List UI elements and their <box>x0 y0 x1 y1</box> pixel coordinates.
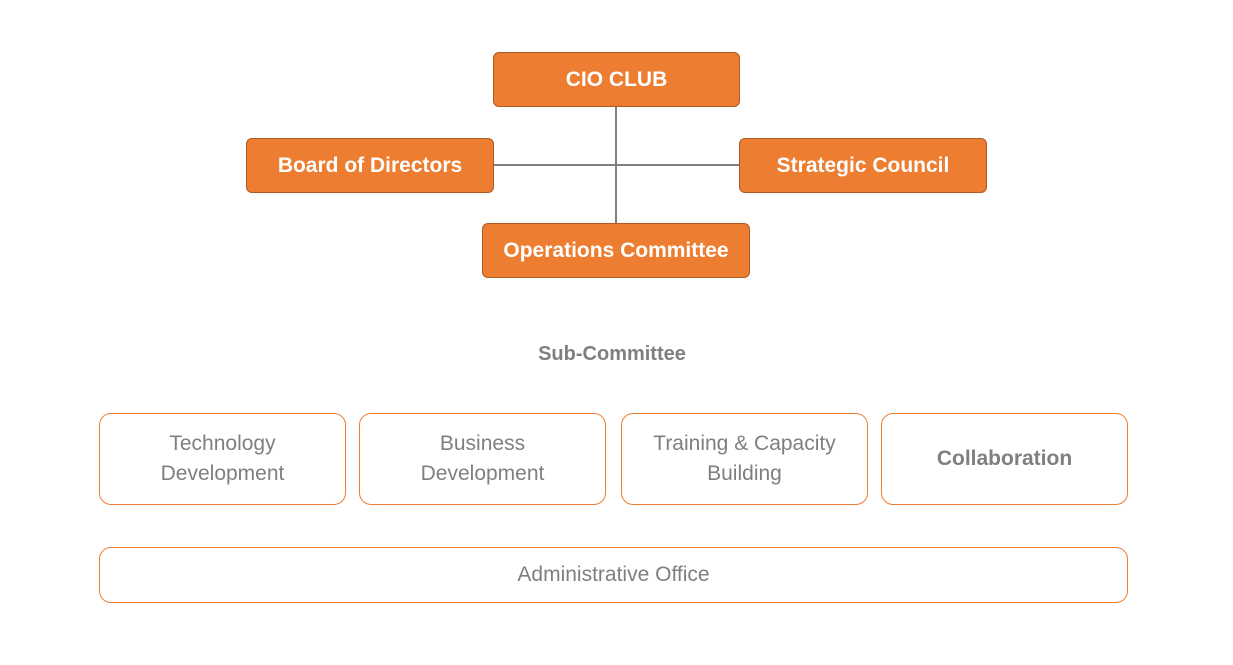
board-of-directors-box: Board of Directors <box>246 138 494 193</box>
sub-committee-item-line1: Collaboration <box>936 447 1073 470</box>
sub-committee-item-line2: Development <box>160 462 285 485</box>
sub-committee-business-development: Business Development <box>359 413 606 505</box>
sub-committee-training-capacity-building: Training & Capacity Building <box>621 413 868 505</box>
operations-committee-box: Operations Committee <box>482 223 750 278</box>
sub-committee-title: Sub-Committee <box>538 343 686 365</box>
sub-committee-item-line1: Business <box>439 432 526 455</box>
strategic-council-box: Strategic Council <box>739 138 987 193</box>
board-of-directors-label: Board of Directors <box>277 153 463 177</box>
sub-committee-item-line2: Building <box>707 462 782 485</box>
sub-committee-item-line1: Training & Capacity <box>653 432 836 455</box>
sub-committee-collaboration: Collaboration <box>881 413 1128 505</box>
sub-committee-item-line2: Development <box>420 462 545 485</box>
strategic-council-label: Strategic Council <box>776 153 950 177</box>
sub-committee-technology-development: Technology Development <box>99 413 346 505</box>
cio-club-box: CIO CLUB <box>493 52 740 107</box>
administrative-office-label: Administrative Office <box>517 563 710 586</box>
operations-committee-label: Operations Committee <box>503 238 729 262</box>
cio-club-label: CIO CLUB <box>565 67 668 91</box>
sub-committee-item-line1: Technology <box>169 432 276 455</box>
administrative-office-box: Administrative Office <box>99 547 1128 603</box>
